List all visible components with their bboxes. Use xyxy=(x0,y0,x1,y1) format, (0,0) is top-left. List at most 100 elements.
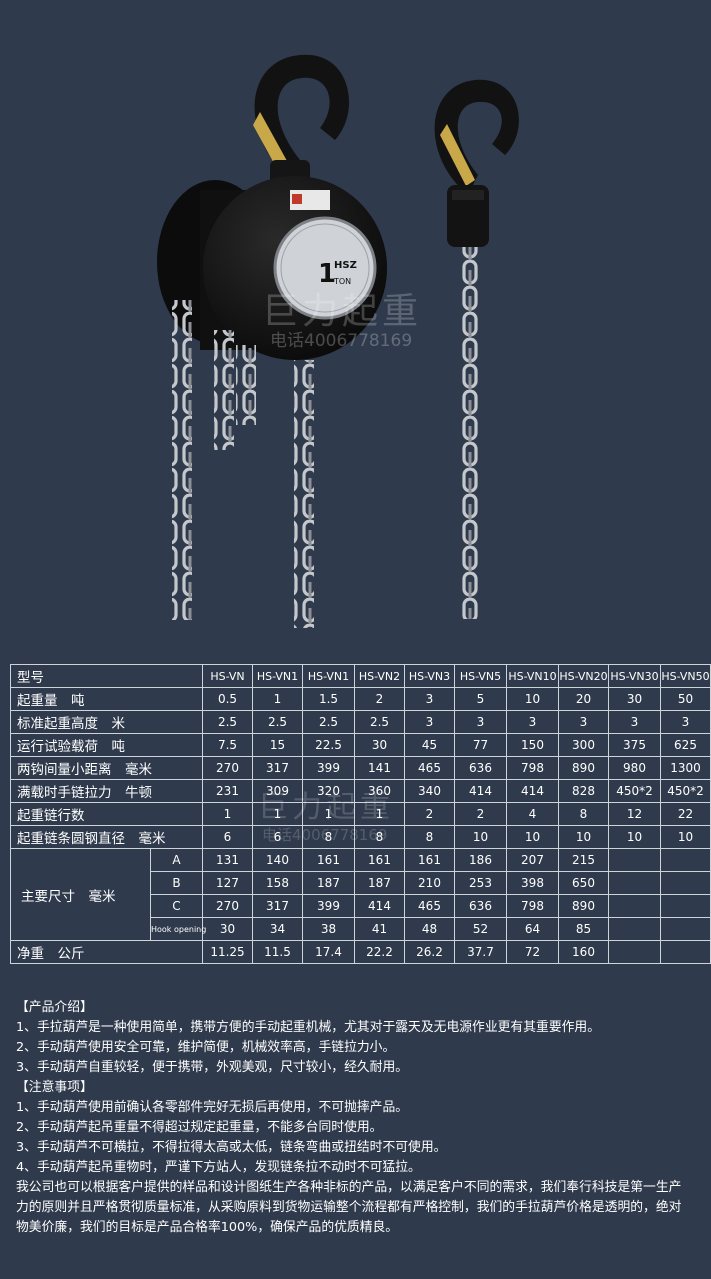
intro-heading: 【产品介绍】 xyxy=(16,1000,93,1015)
dims-sub-label: Hook opening xyxy=(150,917,206,941)
dims-sub-label: A xyxy=(150,848,203,872)
table-cell: 72 xyxy=(506,940,559,964)
dims-label: 主要尺寸 毫米 xyxy=(10,848,151,941)
table-cell: 22 xyxy=(660,802,711,826)
table-cell: 320 xyxy=(302,779,355,803)
table-cell xyxy=(660,848,711,872)
table-cell: 141 xyxy=(354,756,405,780)
table-cell: 215 xyxy=(558,848,609,872)
table-cell: 360 xyxy=(354,779,405,803)
table-cell: 30 xyxy=(202,917,253,941)
watermark-brand: 巨力起重 xyxy=(262,291,423,332)
table-cell: 3 xyxy=(558,710,609,734)
table-cell: 11.5 xyxy=(252,940,303,964)
table-cell: 150 xyxy=(506,733,559,757)
table-cell: 2 xyxy=(404,802,455,826)
table-cell: 980 xyxy=(608,756,661,780)
table-cell: 317 xyxy=(252,756,303,780)
table-cell: 8 xyxy=(404,825,455,849)
table-cell: 414 xyxy=(506,779,559,803)
table-cell: 828 xyxy=(558,779,609,803)
table-cell: 38 xyxy=(302,917,355,941)
table-cell xyxy=(608,894,661,918)
table-cell: 798 xyxy=(506,756,559,780)
table-cell: 2 xyxy=(454,802,507,826)
notes-item: 3、手动葫芦不可横拉，不得拉得太高或太低，链条弯曲或扭结时不可使用。 xyxy=(16,1140,447,1155)
model-cell: HS-VN1 xyxy=(302,664,355,688)
row-label: 起重量 吨 xyxy=(10,687,203,711)
table-cell: 207 xyxy=(506,848,559,872)
table-cell: 2.5 xyxy=(252,710,303,734)
table-cell: 4 xyxy=(506,802,559,826)
table-cell: 10 xyxy=(454,825,507,849)
table-cell: 41 xyxy=(354,917,405,941)
watermark-phone: 电话4006778169 xyxy=(270,331,413,351)
table-cell: 890 xyxy=(558,894,609,918)
nameplate-model: HSZ xyxy=(334,260,357,271)
notes-item: 2、手动葫芦起吊重量不得超过规定起重量，不能多台同时使用。 xyxy=(16,1120,383,1135)
table-cell: 6 xyxy=(202,825,253,849)
table-cell: 30 xyxy=(354,733,405,757)
notes-heading: 【注意事项】 xyxy=(16,1080,93,1095)
table-cell: 10 xyxy=(608,825,661,849)
table-cell: 8 xyxy=(558,802,609,826)
model-cell: HS-VN30 xyxy=(608,664,661,688)
table-cell: 20 xyxy=(558,687,609,711)
table-cell xyxy=(660,917,711,941)
table-cell: 1 xyxy=(354,802,405,826)
table-cell: 30 xyxy=(608,687,661,711)
table-cell xyxy=(608,848,661,872)
table-cell: 798 xyxy=(506,894,559,918)
table-cell: 2.5 xyxy=(202,710,253,734)
table-cell: 140 xyxy=(252,848,303,872)
table-cell: 37.7 xyxy=(454,940,507,964)
table-cell: 10 xyxy=(660,825,711,849)
table-cell: 650 xyxy=(558,871,609,895)
table-cell: 11.25 xyxy=(202,940,253,964)
table-cell: 187 xyxy=(354,871,405,895)
table-cell: 34 xyxy=(252,917,303,941)
table-cell xyxy=(608,940,661,964)
table-cell: 399 xyxy=(302,756,355,780)
table-cell xyxy=(660,871,711,895)
table-cell: 5 xyxy=(454,687,507,711)
table-cell xyxy=(608,917,661,941)
table-cell: 17.4 xyxy=(302,940,355,964)
table-cell: 1 xyxy=(302,802,355,826)
intro-item: 2、手动葫芦使用安全可靠，维护简便，机械效率高，手链拉力小。 xyxy=(16,1040,396,1055)
table-cell: 77 xyxy=(454,733,507,757)
table-cell: 3 xyxy=(404,687,455,711)
table-cell: 210 xyxy=(404,871,455,895)
table-cell: 2.5 xyxy=(302,710,355,734)
notes-item: 1、手动葫芦使用前确认各零部件完好无损后再使用，不可抛摔产品。 xyxy=(16,1100,409,1115)
row-label: 标准起重高度 米 xyxy=(10,710,203,734)
table-cell: 1 xyxy=(252,687,303,711)
side-hook xyxy=(434,79,519,619)
hoist-chains xyxy=(172,300,314,628)
model-cell: HS-VN3 xyxy=(404,664,455,688)
table-cell: 1.5 xyxy=(302,687,355,711)
model-cell: HS-VN2 xyxy=(354,664,405,688)
table-cell: 1300 xyxy=(660,756,711,780)
table-cell: 3 xyxy=(608,710,661,734)
dims-sub-label: B xyxy=(150,871,203,895)
table-cell: 3 xyxy=(454,710,507,734)
table-cell: 52 xyxy=(454,917,507,941)
table-cell: 231 xyxy=(202,779,253,803)
table-cell: 414 xyxy=(454,779,507,803)
intro-item: 1、手拉葫芦是一种使用简单，携带方便的手动起重机械，尤其对于露天及无电源作业更有… xyxy=(16,1020,601,1035)
hoist-body: 1 HSZ TON xyxy=(157,176,387,360)
table-cell: 309 xyxy=(252,779,303,803)
table-cell: 450*2 xyxy=(608,779,661,803)
table-cell: 3 xyxy=(506,710,559,734)
table-cell: 636 xyxy=(454,756,507,780)
table-cell: 8 xyxy=(354,825,405,849)
table-cell: 10 xyxy=(506,687,559,711)
